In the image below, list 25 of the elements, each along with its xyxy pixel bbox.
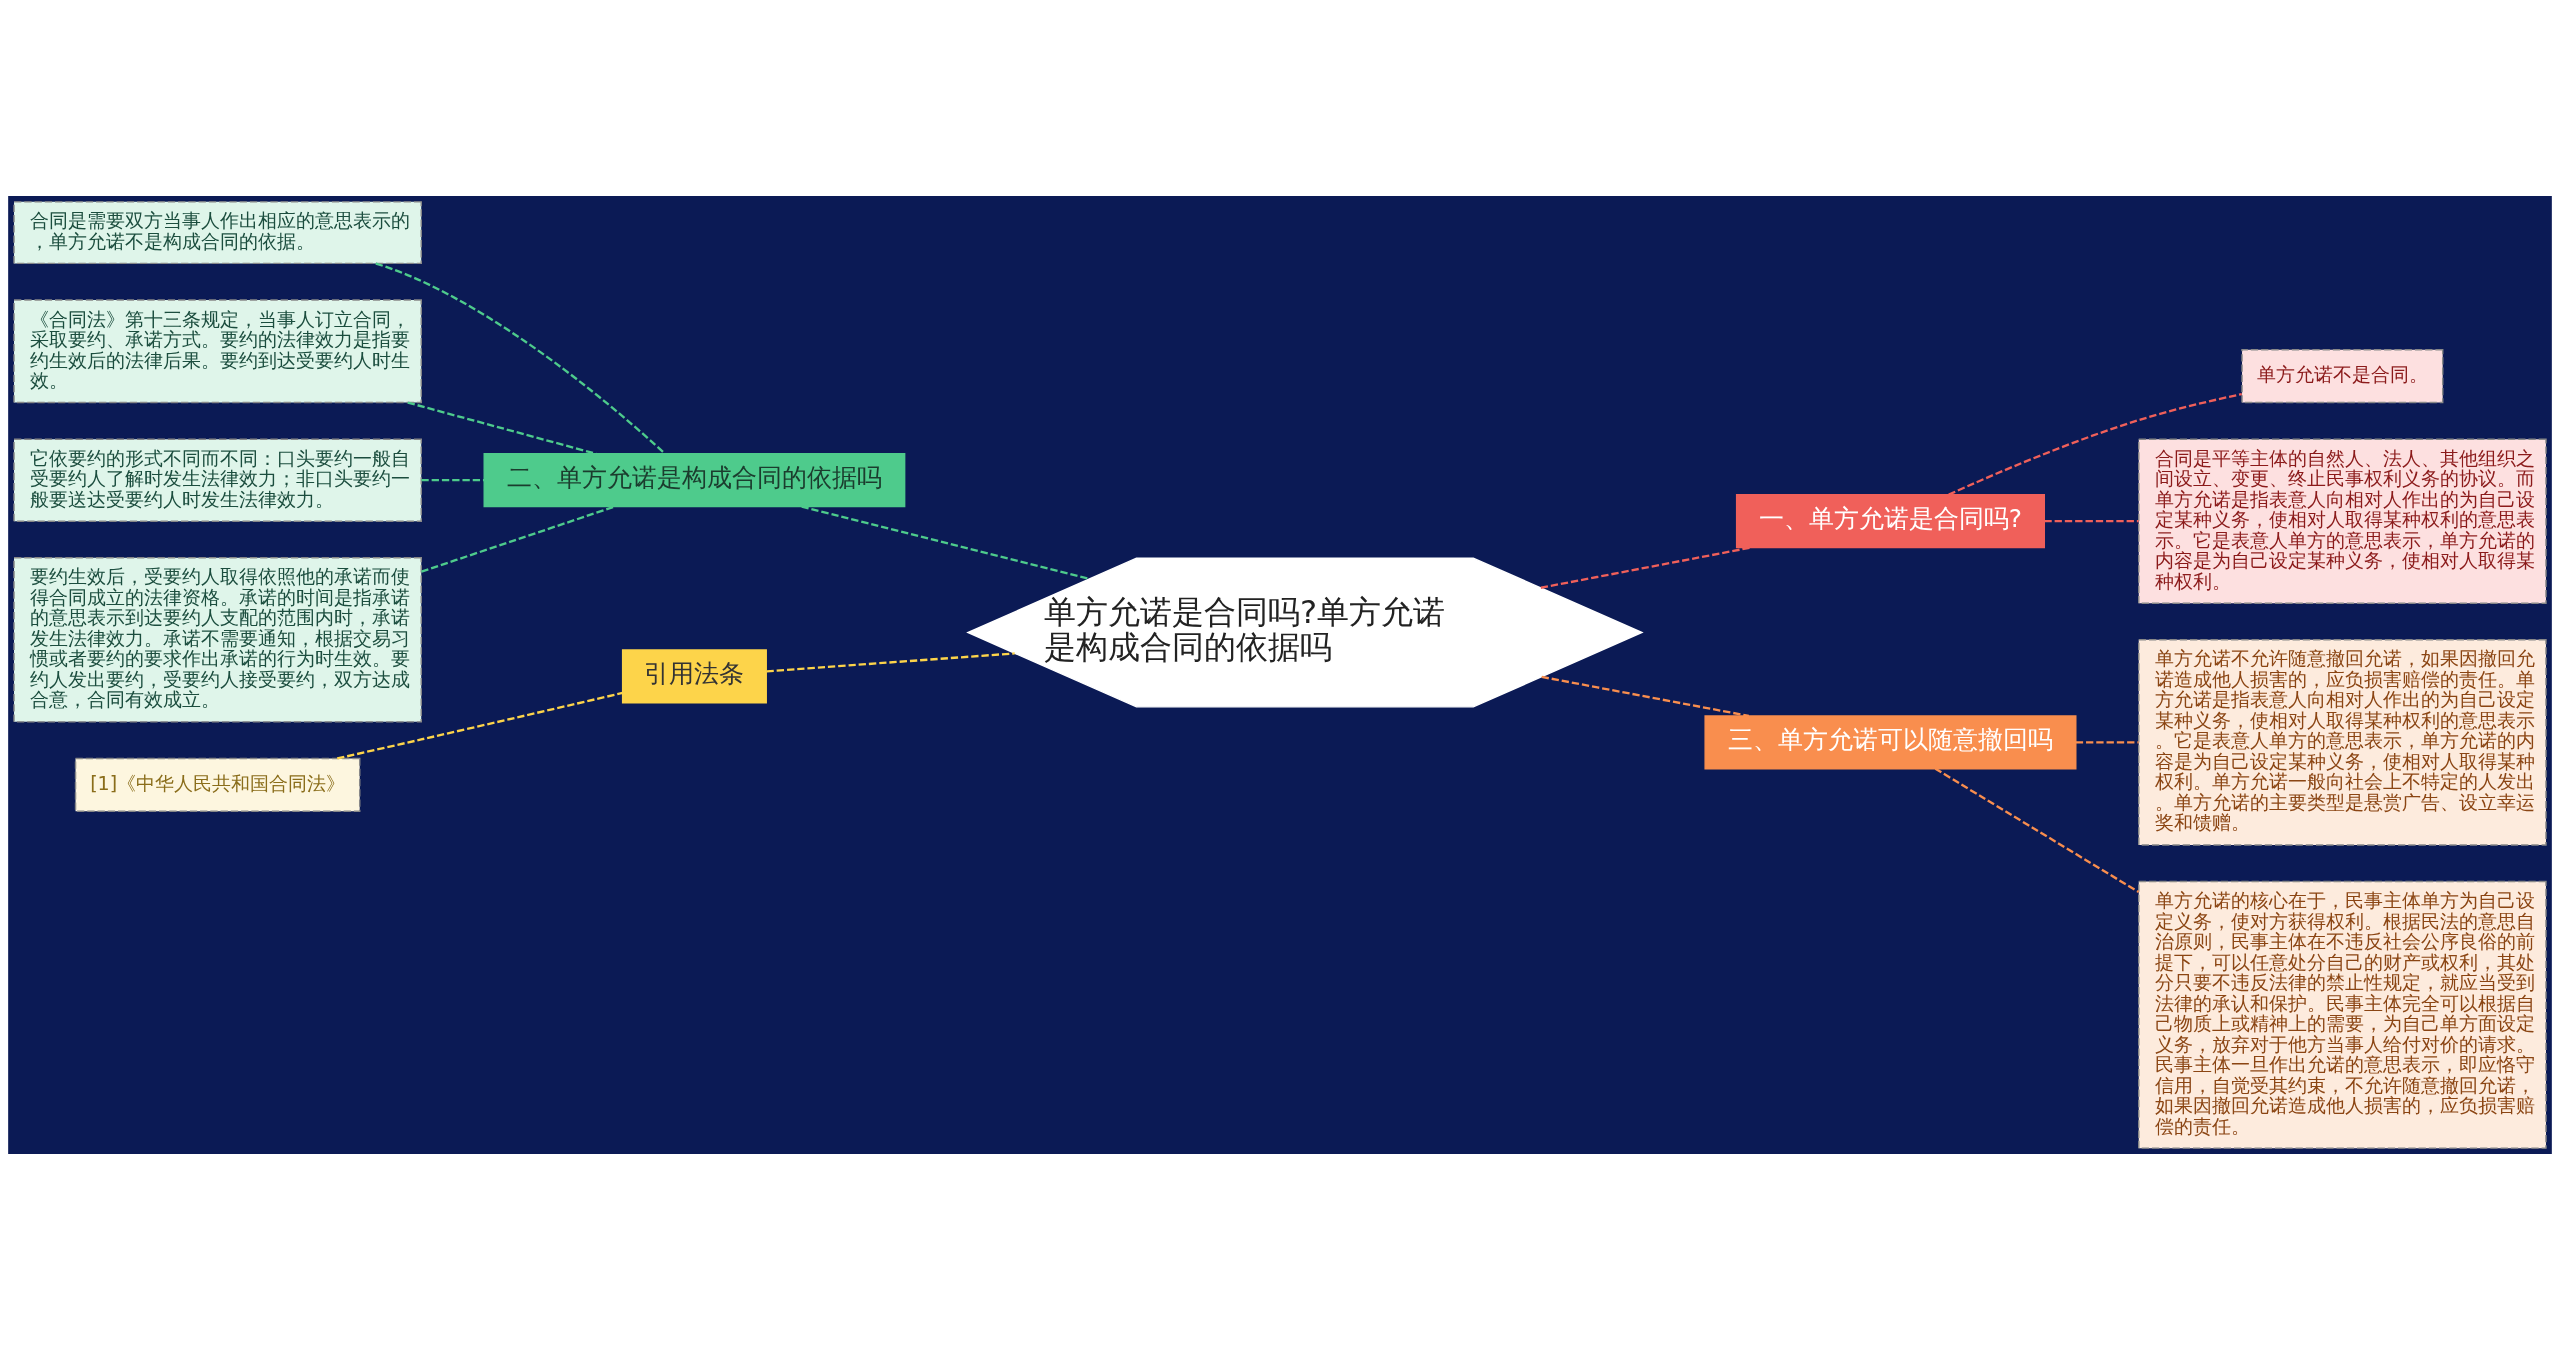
node-box: 单方允诺不允许随意撤回允诺，如果因撤回允诺造成他人损害的，应负损害赔偿的责任。单方允诺是指表意人向相对人作出的为自己设定某种义务，使相对人取得某种权利的意思表示。它是表意人单方的意思表示，单方允诺的内容是为自己设定某种义务，使相对人取得某种权利。单方允诺一般向社会上不特定的人发出。单方允诺的主要类型是悬赏广告、设立幸运奖和馈赠。 — [2138, 638, 2547, 846]
node-box: 二、单方允诺是构成合同的依据吗 — [483, 452, 906, 507]
connector — [336, 691, 623, 760]
node-box: 三、单方允诺可以随意撤回吗 — [1704, 714, 2077, 769]
connector — [1934, 767, 2140, 893]
connector — [801, 505, 1090, 580]
connector — [1948, 392, 2243, 496]
node-box: 要约生效后，受要约人取得依照他的承诺而使得合同成立的法律资格。承诺的时间是指承诺的意思表示到达要约人支配的范围内时，承诺发生法律效力。承诺不需要通知，根据交易习惯或者要约的要求作出承诺的行为时生效。要约人发出要约，受要约人接受要约，双方达成合意，合同有效成立。 — [13, 556, 422, 723]
connector — [1540, 545, 1752, 589]
connector — [2044, 519, 2139, 522]
node-box: 《合同法》第十三条规定，当事人订立合同，采取要约、承诺方式。要约的法律效力是指要约生效后的法律后果。要约到达受要约人时生效。 — [13, 298, 422, 403]
node-box: 它依要约的形式不同而不同：口头要约一般自受要约人了解时发生法律效力；非口头要约一般要送达受要约人时发生法律效力。 — [13, 437, 422, 522]
connector — [421, 478, 485, 481]
connector — [766, 651, 1015, 672]
connector — [2075, 740, 2139, 744]
connector — [375, 261, 666, 454]
node-box: 合同是需要双方当事人作出相应的意思表示的，单方允诺不是构成合同的依据。 — [13, 200, 422, 264]
node-box: 单方允诺不是合同。 — [2241, 348, 2444, 403]
connector — [421, 505, 615, 573]
node-box: [1]《中华人民共和国合同法》 — [74, 757, 361, 812]
node-box: 合同是平等主体的自然人、法人、其他组织之间设立、变更、终止民事权利义务的协议。而单方允诺是指表意人向相对人作出的为自己设定某种义务，使相对人取得某种权利的意思表示。它是表意人单方的意思表示，单方允诺的内容是为自己设定某种义务，使相对人取得某种权利。 — [2138, 437, 2547, 604]
connector — [1541, 675, 1750, 717]
node-box: 引用法条 — [621, 648, 767, 704]
node-box: 一、单方允诺是合同吗? — [1735, 493, 2045, 548]
node-box: 单方允诺的核心在于，民事主体单方为自己设定义务，使对方获得权利。根据民法的意思自治原则，民事主体在不违反社会公序良俗的前提下，可以任意处分自己的财产或权利，其处分只要不违反法律的禁止性规定，就应当受到法律的承认和保护。民事主体完全可以根据自己物质上或精神上的需要，为自己单方面设定义务，放弃对于他方当事人给付对价的请求。民事主体一旦作出允诺的意思表示，即应恪守信用，自觉受其约束，不允许随意撤回允诺，如果因撤回允诺造成他人损害的，应负损害赔偿的责任。 — [2138, 880, 2547, 1149]
